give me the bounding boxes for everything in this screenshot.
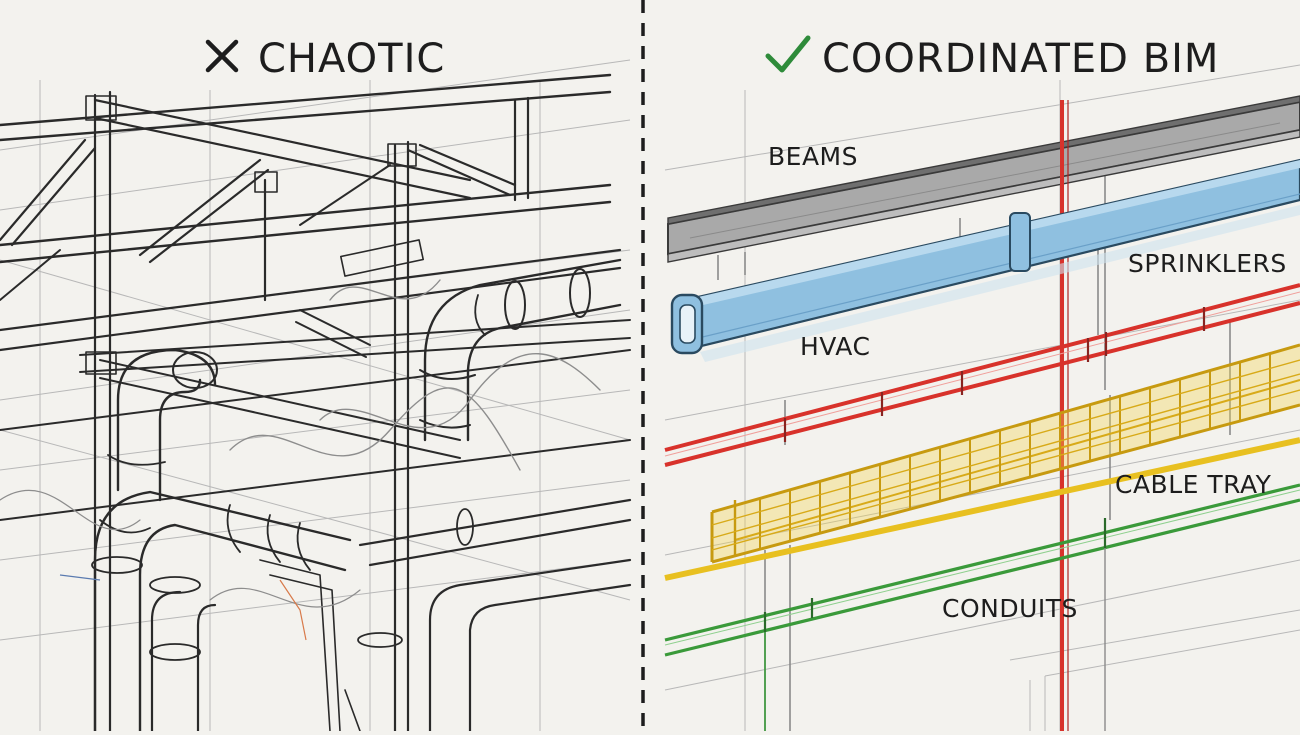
cable-tray [664, 343, 1300, 581]
coordinated-title-text: COORDINATED BIM [822, 36, 1219, 82]
conduits [664, 483, 1300, 731]
label-beams: BEAMS [768, 142, 858, 171]
sprinkler-pipes [664, 283, 1300, 467]
sprinkler-riser [1060, 100, 1069, 731]
coordinated-title: COORDINATED BIM [765, 35, 1219, 82]
coordinated-panel: COORDINATED BIM BEAMS SPRINKLERS HVAC CA… [664, 35, 1300, 731]
chaotic-title: CHAOTIC [205, 36, 445, 82]
chaotic-steel-truss [0, 73, 631, 733]
hvac-duct [670, 158, 1300, 362]
x-icon [205, 39, 239, 73]
chaotic-title-text: CHAOTIC [258, 36, 445, 82]
beam [667, 95, 1300, 263]
label-cable-tray: CABLE TRAY [1115, 470, 1272, 499]
label-sprinklers: SPRINKLERS [1128, 249, 1287, 278]
label-conduits: CONDUITS [942, 594, 1078, 623]
check-icon [765, 35, 811, 73]
chaotic-pipes [0, 239, 632, 733]
label-hvac: HVAC [800, 332, 870, 361]
chaotic-panel: CHAOTIC [0, 36, 632, 733]
